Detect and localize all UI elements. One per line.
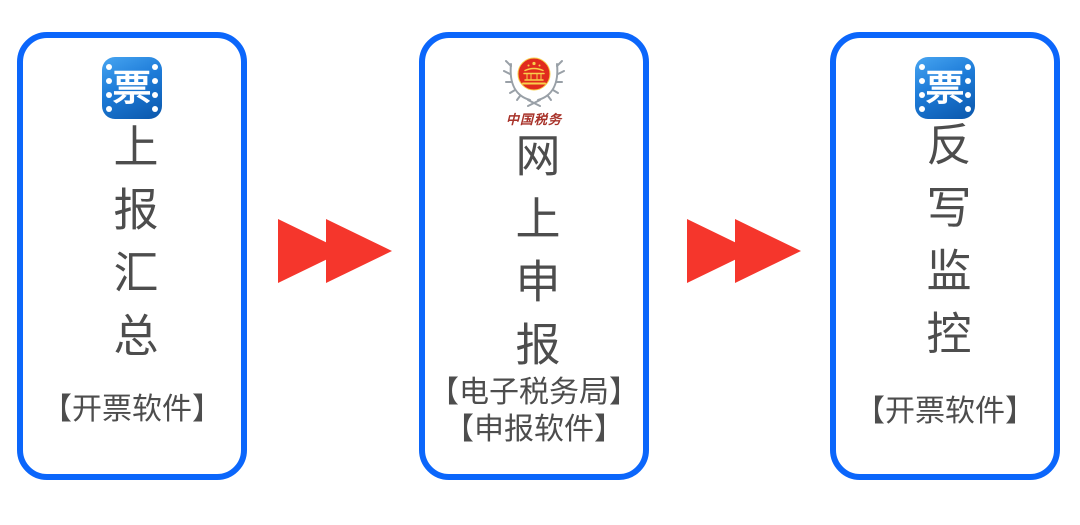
step-label: 【电子税务局】 (429, 376, 639, 409)
invoice-icon-glyph: 票 (112, 67, 152, 108)
invoice-software-icon: 票 (915, 57, 975, 119)
step-card-writeback-monitor: 票 反写监控 【开票软件】 (830, 32, 1060, 480)
step-label: 【开票软件】 (42, 393, 222, 426)
step-title: 网上申报 (508, 132, 560, 384)
step-label: 【开票软件】 (855, 395, 1035, 428)
fast-forward-arrow-icon (687, 219, 801, 283)
fast-forward-arrow-icon (278, 219, 392, 283)
step-labels: 【开票软件】 (23, 391, 241, 428)
invoice-icon-glyph: 票 (925, 67, 965, 108)
filmstrip-dots-left (106, 64, 112, 112)
step-labels: 【开票软件】 (836, 393, 1054, 430)
china-tax-emblem-icon: 中国税务 (499, 50, 569, 128)
step-card-online-declaration: 中国税务 网上申报 【电子税务局】 【申报软件】 (419, 32, 649, 480)
step-labels: 【电子税务局】 【申报软件】 (425, 374, 643, 448)
step-label: 【申报软件】 (444, 413, 624, 446)
invoice-software-icon: 票 (102, 57, 162, 119)
step-title: 上报汇总 (106, 123, 158, 375)
filmstrip-dots-left (919, 64, 925, 112)
filmstrip-dots-right (965, 64, 971, 112)
emblem-caption: 中国税务 (505, 112, 562, 127)
filmstrip-dots-right (152, 64, 158, 112)
step-card-upload-summary: 票 上报汇总 【开票软件】 (17, 32, 247, 480)
step-title: 反写监控 (919, 121, 971, 373)
